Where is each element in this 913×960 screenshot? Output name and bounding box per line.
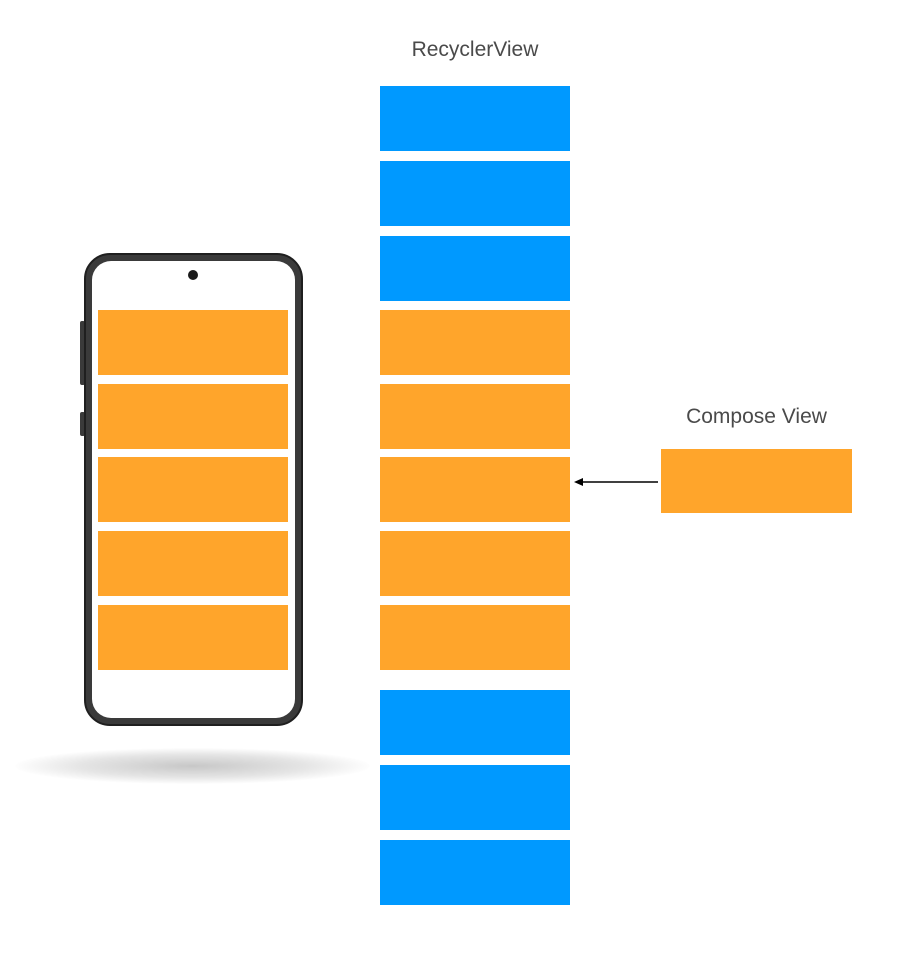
arrow-left-icon <box>574 478 658 486</box>
phone-shadow <box>15 748 370 784</box>
phone-list-item-1 <box>98 310 288 375</box>
compose-view-block <box>661 449 852 513</box>
phone-list-item-5 <box>98 605 288 670</box>
phone-side-button-lower <box>80 412 85 436</box>
phone-list-item-4 <box>98 531 288 596</box>
compose-view-label: Compose View <box>686 405 827 428</box>
recyclerview-item-11 <box>380 840 570 905</box>
recyclerview-label: RecyclerView <box>411 38 539 61</box>
recyclerview-item-3 <box>380 236 570 301</box>
camera-icon <box>188 270 198 280</box>
recyclerview-item-2 <box>380 161 570 226</box>
phone-list-item-2 <box>98 384 288 449</box>
recyclerview-item-7 <box>380 531 570 596</box>
recyclerview-item-5 <box>380 384 570 449</box>
recyclerview-item-9 <box>380 690 570 755</box>
arrow-head <box>574 478 583 486</box>
recyclerview-item-4 <box>380 310 570 375</box>
recyclerview-item-1 <box>380 86 570 151</box>
recyclerview-item-6 <box>380 457 570 522</box>
phone-list-item-3 <box>98 457 288 522</box>
recyclerview-item-8 <box>380 605 570 670</box>
phone-side-button-upper <box>80 321 85 385</box>
recyclerview-item-10 <box>380 765 570 830</box>
